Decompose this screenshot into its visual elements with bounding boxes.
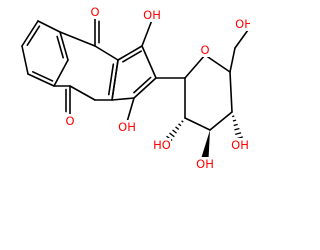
- oxygen-label: O: [65, 114, 74, 128]
- label-background: [90, 5, 100, 19]
- label-background: [231, 138, 249, 152]
- bond: [232, 119, 237, 122]
- bond: [229, 71, 233, 113]
- hydroxyl-left-label: HO: [153, 138, 171, 152]
- bond: [234, 29, 249, 49]
- bond: [59, 31, 96, 47]
- bond: [122, 50, 142, 63]
- bond: [94, 45, 119, 61]
- hydroxyl-label: OH: [235, 17, 250, 31]
- chemical-structure: O O OH OH O OH HO OH OH: [21, 5, 250, 171]
- bond: [234, 127, 240, 131]
- bond: [204, 54, 231, 73]
- label-background: [235, 17, 250, 31]
- bond: [21, 45, 29, 75]
- bond: [172, 129, 177, 134]
- oxygen-label: O: [90, 5, 99, 19]
- bond: [126, 97, 135, 123]
- label-background: [200, 43, 210, 57]
- bond: [31, 71, 54, 82]
- bond: [107, 63, 115, 96]
- bond: [117, 45, 143, 61]
- bond: [56, 35, 64, 59]
- atom-label-layer: O O OH OH O OH HO OH OH: [65, 5, 250, 171]
- bond: [232, 115, 235, 118]
- bond: [184, 54, 206, 79]
- label-background: [196, 157, 214, 171]
- bond: [175, 126, 180, 130]
- bond: [235, 132, 242, 136]
- bond: [37, 20, 61, 33]
- hydroxyl-label: OH: [196, 157, 214, 171]
- bond: [169, 132, 175, 138]
- bond: [141, 45, 157, 79]
- bond: [229, 47, 236, 73]
- hydroxyl-label: OH: [143, 8, 161, 22]
- bond-layer: [21, 17, 249, 159]
- bond: [178, 123, 182, 127]
- bond: [27, 73, 55, 87]
- bond: [59, 31, 69, 61]
- label-background: [153, 138, 171, 152]
- label-background: [118, 120, 136, 134]
- bond: [133, 77, 157, 99]
- label-background: [143, 8, 161, 22]
- bond: [69, 85, 96, 101]
- bond: [209, 111, 233, 131]
- bond: [21, 20, 39, 47]
- bond: [111, 59, 119, 101]
- hydroxyl-label: OH: [231, 138, 249, 152]
- bond: [141, 19, 153, 47]
- bond: [133, 76, 152, 94]
- hydroxyl-label: OH: [118, 120, 136, 134]
- bond: [181, 120, 184, 123]
- bond: [111, 97, 135, 101]
- ring-oxygen-label: O: [200, 43, 209, 57]
- bond: [26, 25, 41, 46]
- bond: [53, 59, 69, 87]
- wedge-bond: [201, 130, 210, 159]
- bond: [184, 117, 211, 131]
- label-background: [65, 114, 75, 128]
- bond: [233, 123, 238, 127]
